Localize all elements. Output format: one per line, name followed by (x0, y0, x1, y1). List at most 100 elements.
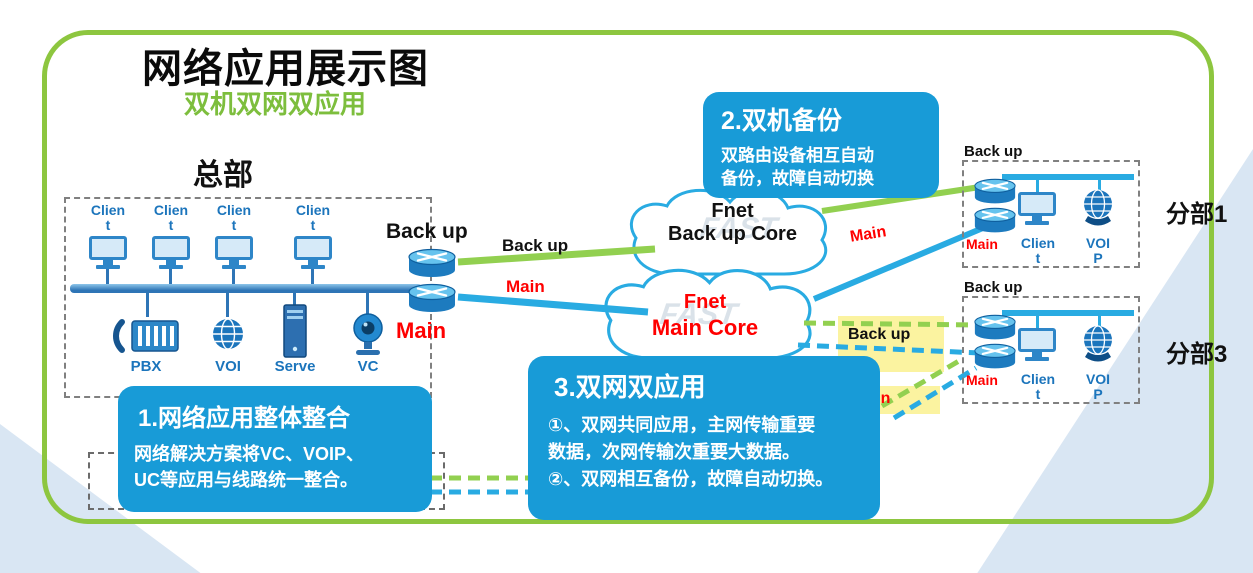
voip-phone-icon (1080, 324, 1116, 364)
branch3-backup-link-label: Back up (848, 326, 911, 343)
callout-dual-router-backup: 2.双机备份 双路由设备相互自动 备份，故障自动切换 (703, 92, 939, 198)
cloud-shape-backup (629, 188, 828, 276)
callout2-title: 2.双机备份 (721, 107, 842, 135)
branch1-backup-label: Back up (964, 143, 1023, 160)
branch1-backup-line (821, 184, 981, 214)
branch3-main-label: Main (966, 372, 998, 388)
voip-label: VOI (215, 358, 241, 375)
cloud-main-line2: Main Core (651, 315, 759, 340)
client-label: Clien (1020, 371, 1056, 387)
connector (1098, 315, 1101, 329)
monitor-icon (1018, 192, 1056, 225)
monitor-icon (89, 236, 127, 269)
client-label: Clien (295, 202, 331, 218)
branch3-boundary-box (962, 296, 1140, 404)
branch1-main-line (812, 222, 992, 302)
callout1-line1: 网络解决方案将VC、VOIP、 (134, 444, 365, 464)
connector (106, 263, 109, 284)
dashed-link (880, 355, 966, 409)
voip-label: P (1093, 386, 1103, 402)
cloud-main-line1: Fnet (683, 291, 727, 313)
callout-dual-network-apps: 3.双网双应用 ①、双网共同应用，主网传输重要 数据，次网传输次重要大数据。 ②… (528, 356, 880, 520)
voip-phone-icon (1080, 188, 1116, 228)
trunk-main-label: Main (506, 277, 545, 296)
globe-icon (210, 316, 246, 352)
monitor-icon (1018, 328, 1056, 361)
voip-label: VOI (1085, 371, 1111, 387)
hq-main-link-line (457, 293, 649, 316)
hq-client-2: Clien t (143, 203, 199, 269)
voip-label: P (1093, 250, 1103, 266)
router-icon (406, 248, 458, 280)
hq-title: 总部 (193, 159, 253, 192)
branch1-boundary-box (962, 160, 1140, 268)
connector (366, 293, 369, 317)
branch1-name: 分部1 (1166, 201, 1228, 228)
client-label: t (168, 217, 174, 233)
hq-backup-link-line (457, 245, 656, 266)
branch3-main-dashed-line (797, 342, 981, 356)
router-icon (972, 207, 1018, 235)
hq-main-router-label: Main (396, 318, 447, 343)
pbx-icon (112, 316, 180, 356)
callout2-line1: 双路由设备相互自动 (721, 146, 874, 165)
callout3-line2: 数据，次网传输次重要大数据。 (548, 442, 800, 462)
trunk-backup-label: Back up (502, 236, 569, 255)
router-icon (972, 343, 1018, 371)
hq-client-4: Clien t (285, 203, 341, 269)
monitor-icon (215, 236, 253, 269)
connector (1036, 179, 1039, 193)
callout2-body: 双路由设备相互自动 备份，故障自动切换 (721, 144, 921, 190)
callout3-line1: ①、双网共同应用，主网传输重要 (548, 415, 816, 435)
callout3-body: ①、双网共同应用，主网传输重要 数据，次网传输次重要大数据。 ②、双网相互备份，… (548, 412, 862, 493)
branch1-section: Back up Main Clien t (962, 143, 1232, 280)
client-label: t (1035, 250, 1041, 266)
cloud-main-label: Fnet Main Core (615, 290, 795, 340)
client-label: t (310, 217, 316, 233)
cloud-backup-line1: Fnet (711, 200, 754, 222)
page-title: 网络应用展示图 (142, 47, 429, 91)
client-label: t (105, 217, 111, 233)
router-icon (972, 314, 1018, 342)
client-label: Clien (1020, 235, 1056, 251)
monitor-icon (294, 236, 332, 269)
hq-client-3: Clien t (206, 203, 262, 269)
connector (311, 263, 314, 284)
callout1-title: 1.网络应用整体整合 (138, 405, 351, 432)
branch3-voip-label: VOI P (1074, 372, 1122, 402)
hq-backup-router-label: Back up (386, 220, 468, 243)
page-subtitle: 双机双网双应用 (184, 89, 367, 119)
branch3-name: 分部3 (1166, 341, 1228, 368)
branch1-main-label: Main (966, 236, 998, 252)
cloud-backup-label: Fnet Back up Core (645, 200, 820, 246)
connector (169, 263, 172, 284)
connector (226, 293, 229, 317)
slide-border (42, 30, 1214, 524)
connector (146, 293, 149, 317)
callout1-body: 网络解决方案将VC、VOIP、 UC等应用与线路统一整合。 (134, 441, 418, 493)
monitor-icon (152, 236, 190, 269)
cloud-backup-line2: Back up Core (668, 223, 797, 245)
camera-icon (348, 312, 388, 358)
pbx-label: PBX (130, 358, 162, 375)
router-icon (406, 283, 458, 315)
callout2-line2: 备份，故障自动切换 (721, 169, 874, 188)
voip-label: VOI (1085, 235, 1111, 251)
callout1-line2: UC等应用与线路统一整合。 (134, 470, 358, 490)
connector (1098, 179, 1101, 193)
server-label: Serve (274, 358, 316, 375)
branch1-voip-label: VOI P (1074, 236, 1122, 266)
client-label: t (231, 217, 237, 233)
callout3-title: 3.双网双应用 (554, 372, 706, 402)
branch3-client-label: Clien t (1012, 372, 1064, 402)
branch1-client-label: Clien t (1012, 236, 1064, 266)
branch3-section: Back up Main Clien t (962, 279, 1232, 416)
hq-client-1: Clien t (80, 203, 136, 269)
branch3-backup-dashed-line (803, 320, 981, 328)
hq-lan-bus (70, 284, 422, 293)
callout-network-integration: 1.网络应用整体整合 网络解决方案将VC、VOIP、 UC等应用与线路统一整合。 (118, 386, 432, 512)
branch3-backup-label: Back up (964, 279, 1023, 296)
server-icon (283, 304, 307, 358)
